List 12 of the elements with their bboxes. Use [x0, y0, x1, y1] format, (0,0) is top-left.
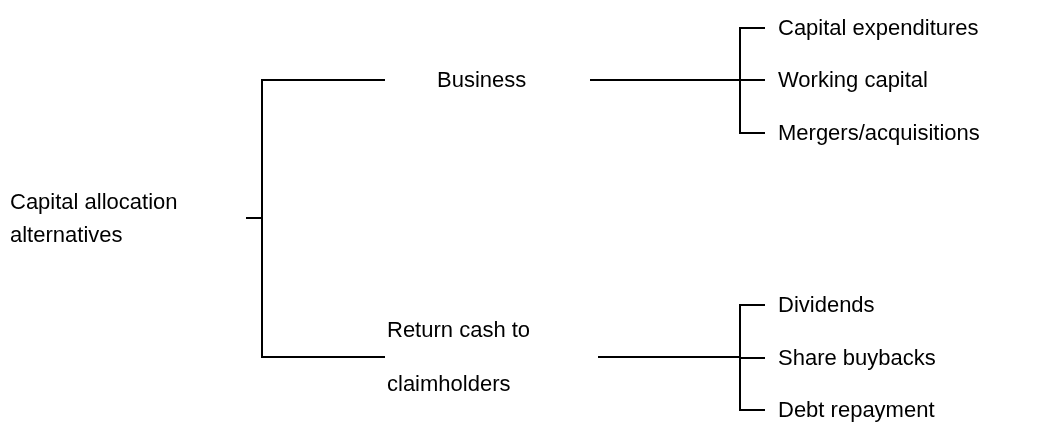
node-label: Return cash to claimholders [387, 317, 531, 396]
node-label: Capital allocation alternatives [10, 189, 178, 247]
connector-line [589, 79, 766, 134]
connector-line [245, 217, 386, 358]
node-label: Share buybacks [778, 345, 936, 370]
connector-line [597, 356, 766, 411]
node-label: Capital expenditures [778, 15, 979, 40]
node-label: Mergers/acquisitions [778, 120, 980, 145]
node-label: Working capital [778, 67, 928, 92]
node-label: Business [437, 67, 527, 92]
node-label: Debt repayment [778, 397, 935, 422]
node-label: Dividends [778, 292, 875, 317]
